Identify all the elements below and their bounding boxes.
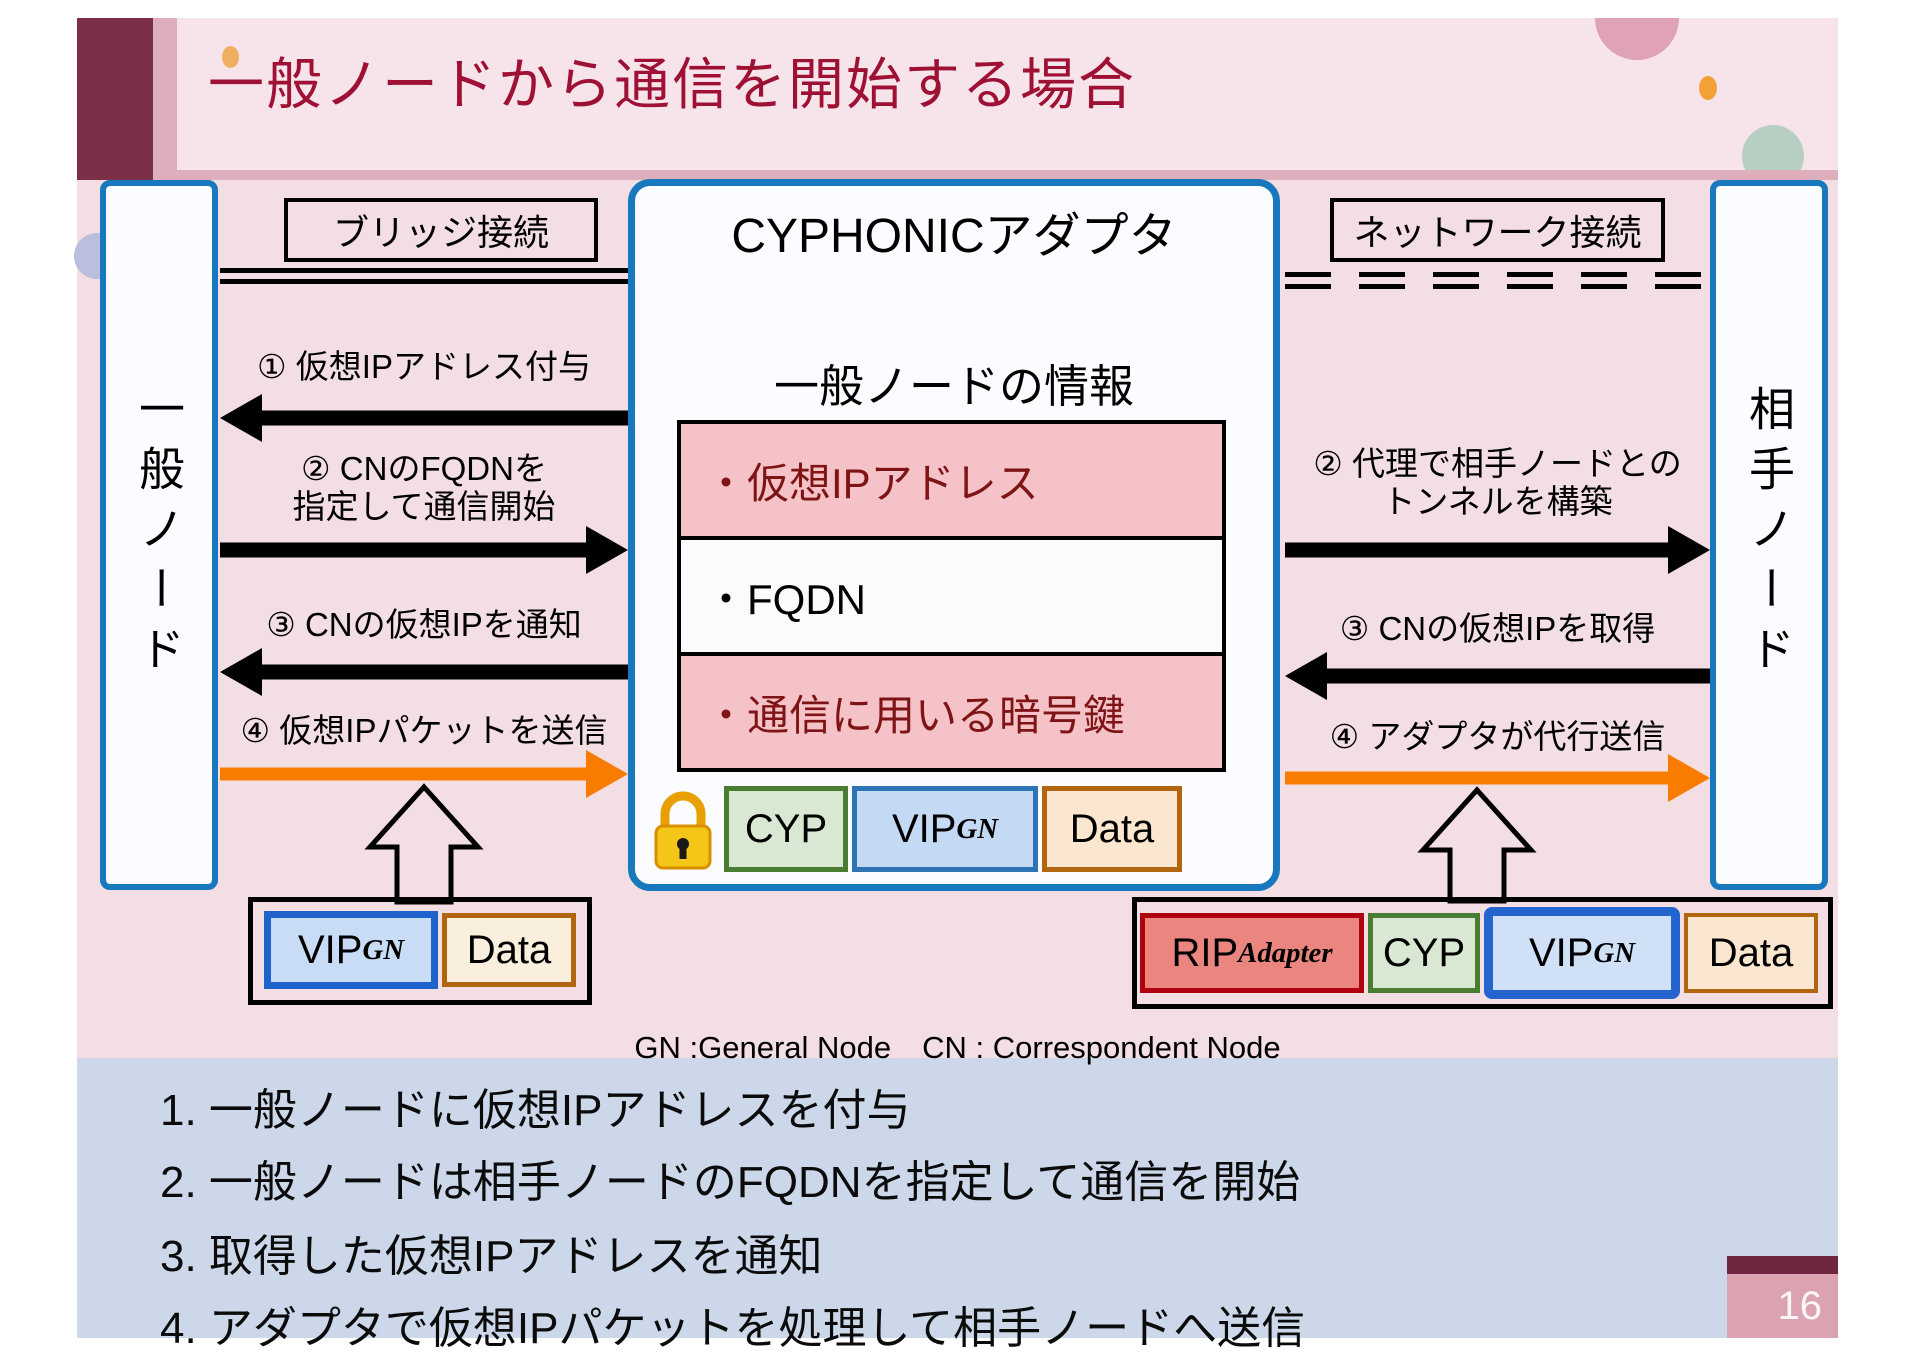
right-step2-arrow [1285,526,1710,574]
mauve-accent-column [153,18,177,180]
general-node-packet-container [248,897,592,1005]
correspondent-node-packet-container [1132,897,1833,1009]
up-block-arrow-left-icon [364,783,484,905]
decoration-pink-circle-clip [1595,18,1679,72]
adapter-info-table: ・仮想IPアドレス ・FQDN ・通信に用いる暗号鍵 [677,420,1226,772]
summary-step-1: 1. 一般ノードに仮想IPアドレスを付与 [160,1086,911,1135]
correspondent-packet-cyp: CYP [1368,913,1480,993]
left-step4-orange-arrow [220,750,628,798]
correspondent-node-label: 相手ノード [1743,385,1795,685]
bridge-line-bottom [220,279,628,284]
summary-band [77,1058,1838,1338]
network-connection-text: ネットワーク接続 [1353,212,1642,253]
right-step4-orange-arrow [1285,754,1710,802]
summary-step-2: 2. 一般ノードは相手ノードのFQDNを指定して通信を開始 [160,1158,1301,1207]
arrow-head-right-icon [586,750,628,798]
left-step4-label: ④ 仮想IPパケットを送信 [240,712,608,749]
decoration-orange-dot-right [1699,76,1717,100]
bridge-connection-label: ブリッジ接続 [284,198,598,262]
general-packet-data: Data [442,913,576,987]
lock-icon [654,791,712,870]
left-step1-label: ① 仮想IPアドレス付与 [257,348,591,385]
left-step2-label: ② CNのFQDNを 指定して通信開始 [292,450,556,525]
right-step3-arrow [1285,652,1710,700]
bridge-line-top [220,268,628,273]
decoration-teal-circle-clip [1742,125,1804,171]
bridge-connection-text: ブリッジ接続 [332,212,549,253]
adapter-title: CYPHONICアダプタ [731,210,1177,263]
page-number-badge: 16 [1727,1274,1838,1338]
decoration-orange-dot-title [222,46,239,68]
page-number-accent-bar [1727,1256,1838,1274]
right-step2-label: ② 代理で相手ノードとの トンネルを構築 [1313,445,1682,520]
title-underline-strip [77,170,1838,180]
general-node-box: 一般ノード [100,180,218,890]
info-row-virtual-ip: ・仮想IPアドレス [681,424,1222,536]
right-step4-label: ④ アダプタが代行送信 [1329,718,1666,755]
arrow-head-left-icon [1285,652,1327,700]
summary-step-4: 4. アダプタで仮想IPパケットを処理して相手ノードへ送信 [160,1304,1306,1353]
network-connection-label: ネットワーク接続 [1330,198,1665,262]
left-step2-arrow [220,526,628,574]
adapter-packet-data: Data [1042,786,1182,872]
info-row-crypt-key: ・通信に用いる暗号鍵 [681,652,1222,768]
maroon-accent-block [77,18,153,180]
left-step3-label: ③ CNの仮想IPを通知 [266,606,582,643]
arrow-head-right-icon [586,526,628,574]
correspondent-node-box: 相手ノード [1710,180,1828,890]
page-title: 一般ノードから通信を開始する場合 [208,53,1136,116]
title-band [77,18,1838,170]
arrow-head-right-icon [1668,526,1710,574]
arrow-head-left-icon [220,394,262,442]
legend-text: GN :General Node CN : Correspondent Node [634,1030,1281,1065]
right-step3-label: ③ CNの仮想IPを取得 [1339,610,1656,647]
network-line-bottom [1285,284,1710,289]
arrow-head-left-icon [220,648,262,696]
summary-step-3: 3. 取得した仮想IPアドレスを通知 [160,1232,823,1281]
info-row-fqdn: ・FQDN [681,536,1222,652]
arrow-head-right-icon [1668,754,1710,802]
left-step1-arrow [220,394,628,442]
network-line-top [1285,272,1710,277]
page-number: 16 [1777,1283,1823,1328]
adapter-packet-cyp: CYP [724,786,848,872]
correspondent-packet-data: Data [1684,913,1818,993]
left-step3-arrow [220,648,628,696]
up-block-arrow-right-icon [1417,786,1537,904]
adapter-info-heading: 一般ノードの情報 [773,361,1134,412]
general-node-label: 一般ノード [133,385,185,685]
